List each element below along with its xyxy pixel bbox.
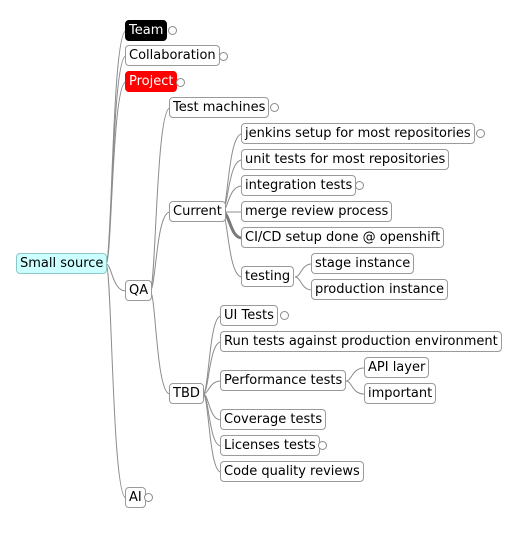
licenses-tests-node[interactable]: Licenses tests <box>220 435 320 456</box>
production-instance-node[interactable]: production instance <box>311 279 449 300</box>
qa-node[interactable]: QA <box>125 280 153 301</box>
coverage-tests-node[interactable]: Coverage tests <box>220 409 327 430</box>
collaboration-node[interactable]: Collaboration <box>125 45 220 66</box>
jenkins-node[interactable]: jenkins setup for most repositories <box>241 123 475 144</box>
project-node[interactable]: Project <box>125 71 178 92</box>
collapse-toggle-icon[interactable] <box>270 103 279 112</box>
collapse-toggle-icon[interactable] <box>144 493 153 502</box>
current-node[interactable]: Current <box>169 201 226 222</box>
collapse-toggle-icon[interactable] <box>318 441 327 450</box>
root-node[interactable]: Small source <box>16 253 108 274</box>
testing-node[interactable]: testing <box>241 266 295 287</box>
code-quality-node[interactable]: Code quality reviews <box>220 461 364 482</box>
collapse-toggle-icon[interactable] <box>219 52 228 61</box>
merge-review-node[interactable]: merge review process <box>241 201 393 222</box>
collapse-toggle-icon[interactable] <box>176 78 185 87</box>
run-tests-node[interactable]: Run tests against production environment <box>220 331 502 352</box>
unit-tests-node[interactable]: unit tests for most repositories <box>241 149 450 170</box>
collapse-toggle-icon[interactable] <box>476 129 485 138</box>
cicd-node[interactable]: CI/CD setup done @ openshift <box>241 227 445 248</box>
api-layer-node[interactable]: API layer <box>364 357 430 378</box>
performance-tests-node[interactable]: Performance tests <box>220 370 347 391</box>
important-node[interactable]: important <box>364 383 437 404</box>
collapse-toggle-icon[interactable] <box>168 26 177 35</box>
ui-tests-node[interactable]: UI Tests <box>220 305 278 326</box>
tbd-node[interactable]: TBD <box>169 383 204 404</box>
stage-instance-node[interactable]: stage instance <box>311 253 415 274</box>
ai-node[interactable]: AI <box>125 487 146 508</box>
integration-tests-node[interactable]: integration tests <box>241 175 357 196</box>
test-machines-node[interactable]: Test machines <box>169 97 270 118</box>
collapse-toggle-icon[interactable] <box>355 181 364 190</box>
team-node[interactable]: Team <box>125 20 168 41</box>
collapse-toggle-icon[interactable] <box>280 311 289 320</box>
